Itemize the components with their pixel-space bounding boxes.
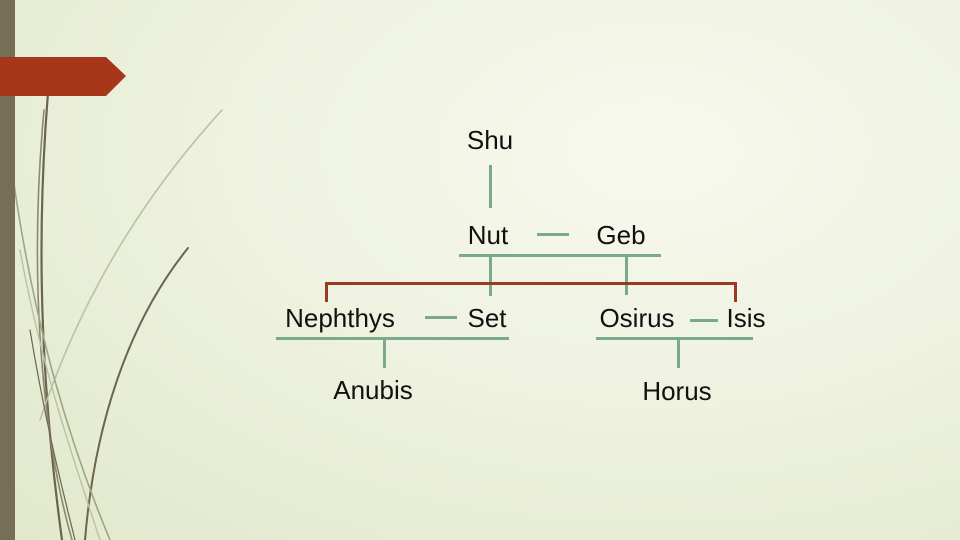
node-anubis: Anubis [333,375,413,405]
title-tab-shape [0,57,126,96]
connector-to-horus [677,340,680,368]
connector-geb-osirus [625,257,628,295]
node-set: Set [467,303,507,333]
connector-shu-nut [489,165,492,208]
connector-to-anubis [383,340,386,368]
node-osirus: Osirus [599,303,675,333]
node-nut: Nut [467,220,509,250]
node-horus: Horus [642,376,712,406]
node-isis: Isis [726,303,766,333]
node-nephthys: Nephthys [285,303,395,333]
marriage-line-osirus-isis [690,319,718,322]
marriage-line-nephthys-set [425,316,457,319]
left-accent-bar [0,0,15,540]
underline-nephthys-set [276,337,509,340]
connector-nut-set [489,257,492,296]
sibling-bar [325,282,737,285]
node-shu: Shu [466,125,514,155]
sibling-drop-isis [734,282,737,302]
node-geb: Geb [596,220,646,250]
underline-nut-geb [459,254,661,257]
underline-osirus-isis [596,337,753,340]
sibling-drop-nephthys [325,282,328,302]
marriage-line-nut-geb [537,233,569,236]
